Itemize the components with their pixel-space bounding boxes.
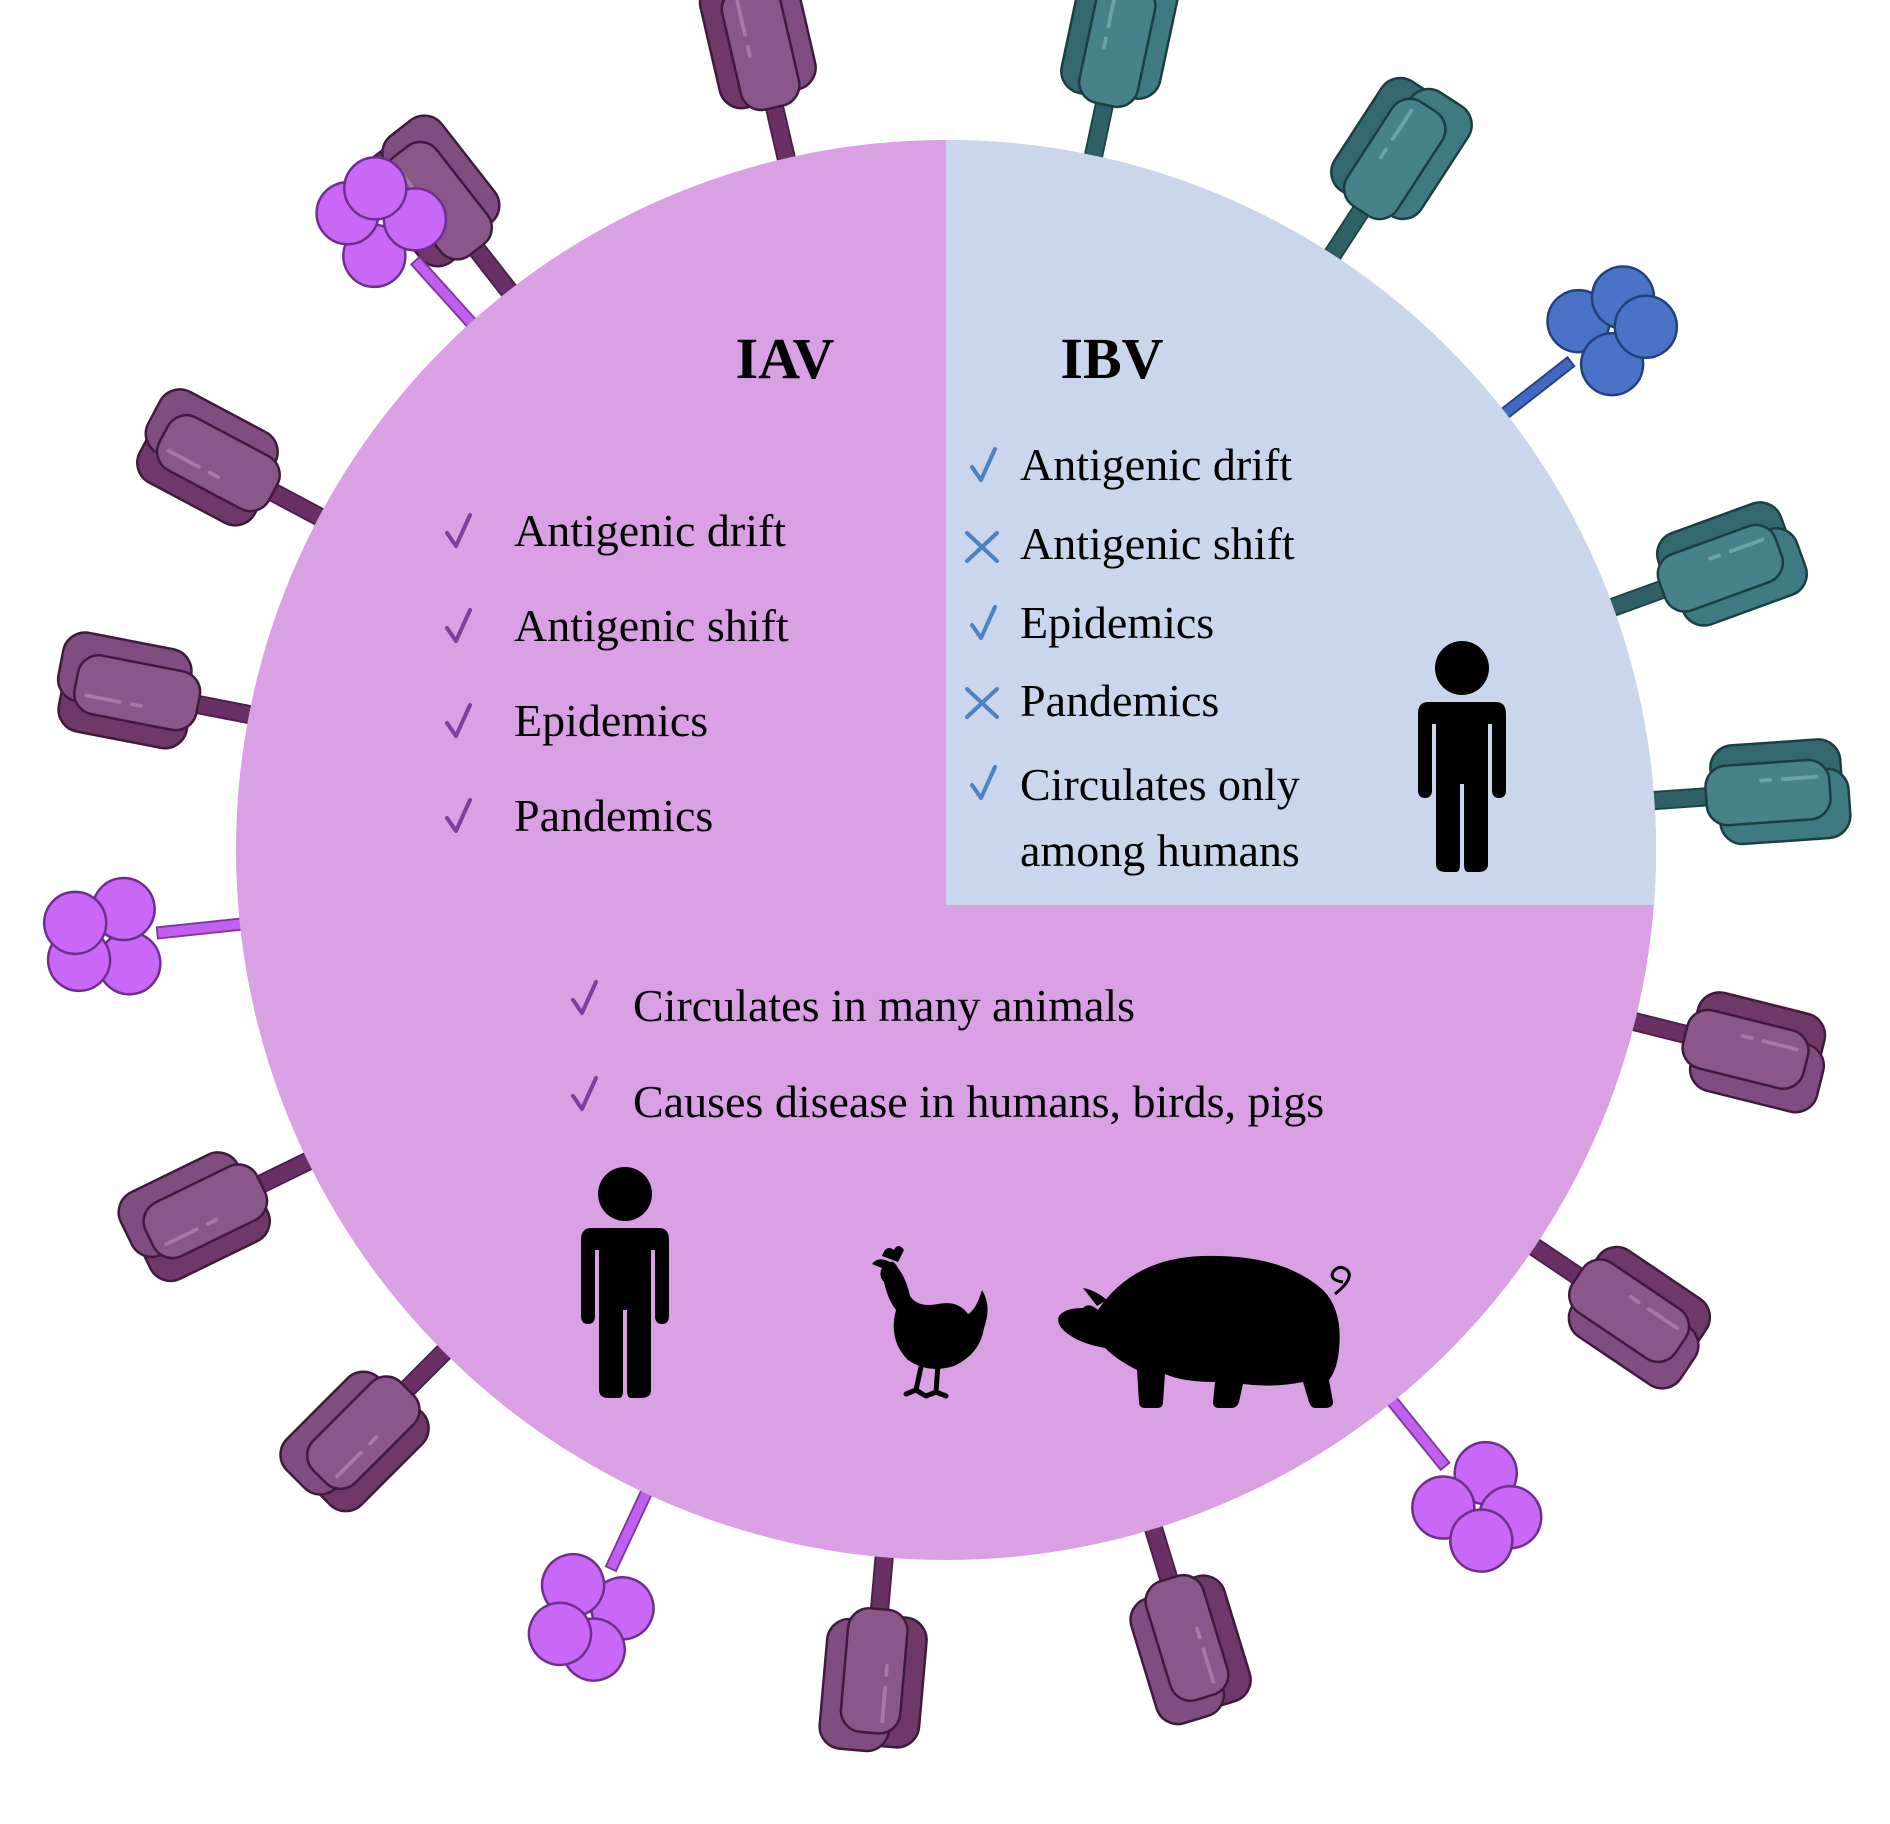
check-mark-icon [970,447,997,482]
ibv-item-epidemics: Epidemics [1020,597,1214,648]
shared-item-many-animals: Circulates in many animals [633,980,1135,1031]
cross-mark-icon [965,531,999,563]
check-mark-icon [571,980,598,1015]
ibv-item-antigenic-drift: Antigenic drift [1020,439,1292,490]
ibv-item-circulates-line2: among humans [1020,825,1300,876]
check-mark-icon [970,605,997,640]
check-mark-icon [571,1076,598,1111]
hemagglutinin-spike [1636,735,1854,853]
ibv-feature-list: Antigenic drift Antigenic shift Epidemic… [965,439,1300,876]
iav-feature-list: Antigenic drift Antigenic shift Epidemic… [445,505,789,841]
ibv-item-circulates-line1: Circulates only [1020,759,1300,810]
neuraminidase-spike [38,863,260,1004]
iav-item-pandemics: Pandemics [514,790,713,841]
ibv-title: IBV [1060,326,1163,391]
hemagglutinin-spike [46,626,273,768]
check-mark-icon [445,608,472,643]
check-mark-icon [445,513,472,548]
shared-item-disease-hosts: Causes disease in humans, birds, pigs [633,1076,1324,1127]
pig-icon [1058,1255,1351,1408]
iav-title: IAV [736,326,835,391]
hemagglutinin-spike [815,1538,937,1758]
ibv-item-pandemics: Pandemics [1020,675,1219,726]
cross-mark-icon [965,687,999,719]
check-mark-icon [445,798,472,833]
ibv-item-antigenic-shift: Antigenic shift [1020,518,1295,569]
shared-feature-list: Circulates in many animals Causes diseas… [571,980,1324,1127]
chicken-icon [872,1246,988,1399]
iav-item-antigenic-drift: Antigenic drift [514,505,786,556]
iav-item-antigenic-shift: Antigenic shift [514,600,789,651]
hemagglutinin-spike [1608,968,1838,1119]
check-mark-icon [445,703,472,738]
check-mark-icon [970,765,997,800]
iav-item-epidemics: Epidemics [514,695,708,746]
